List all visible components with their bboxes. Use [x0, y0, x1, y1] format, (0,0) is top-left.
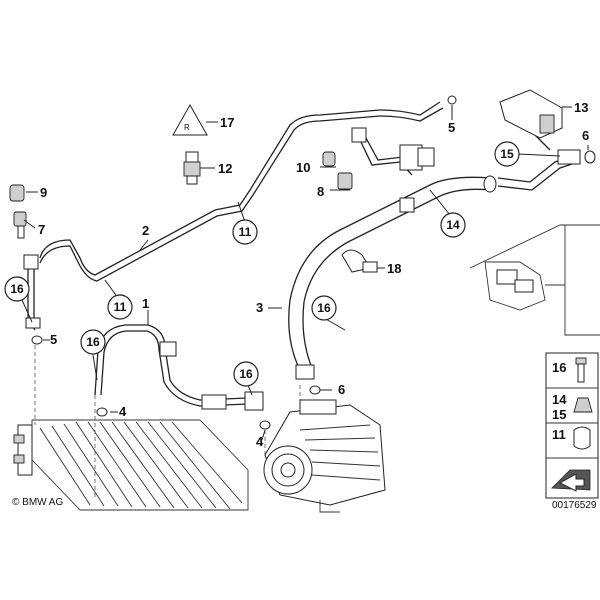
callout-16d: 16	[317, 301, 331, 315]
reference-lines	[34, 345, 301, 500]
label-17: 17	[220, 115, 234, 130]
condenser	[13, 419, 249, 511]
label-6a: 6	[338, 382, 345, 397]
label-10: 10	[296, 160, 310, 175]
leader-lines	[21, 105, 589, 441]
callout-15: 15	[500, 147, 514, 161]
callout-11a: 11	[239, 225, 252, 239]
expansion-valve-connection	[351, 127, 435, 176]
footer: © BMW AG 00176529	[12, 497, 597, 511]
legend-11: 11	[552, 427, 566, 442]
label-18: 18	[387, 261, 401, 276]
label-9: 9	[40, 185, 47, 200]
legend-16: 16	[552, 360, 566, 375]
label-7: 7	[38, 222, 45, 237]
hose-2	[39, 101, 444, 282]
label-12: 12	[218, 161, 232, 176]
engine-compartment	[469, 224, 600, 336]
label-5a: 5	[50, 332, 57, 347]
part-labels: 1 2 3 4 4 5 5 6 6 7 8 9 10 12 13 17 18	[38, 100, 589, 449]
label-1: 1	[142, 296, 149, 311]
svg-text:R: R	[184, 123, 190, 132]
legend-15: 15	[552, 407, 566, 422]
hose-1	[94, 324, 264, 411]
label-4b: 4	[256, 434, 264, 449]
circled-callouts: 11 11 14 15 16 16 16 16	[4, 141, 520, 387]
label-3: 3	[256, 300, 263, 315]
legend-panel: 16 14 15 11	[545, 352, 599, 499]
label-4a: 4	[119, 404, 127, 419]
legend-14: 14	[552, 392, 567, 407]
document-number: 00176529	[552, 500, 597, 511]
copyright-text: © BMW AG	[12, 497, 63, 508]
small-parts: R	[9, 95, 596, 430]
part-13-bracket	[499, 89, 563, 139]
label-13: 13	[574, 100, 588, 115]
callout-16a: 16	[10, 282, 24, 296]
callout-16c: 16	[239, 367, 253, 381]
ac-compressor	[263, 399, 386, 513]
label-8: 8	[317, 184, 324, 199]
callout-14: 14	[446, 218, 460, 232]
hose-3	[288, 175, 497, 380]
label-2: 2	[142, 223, 149, 238]
label-6b: 6	[582, 128, 589, 143]
callout-11b: 11	[114, 300, 127, 314]
callout-16b: 16	[86, 335, 100, 349]
left-pipe	[23, 254, 41, 331]
label-5b: 5	[448, 120, 455, 135]
